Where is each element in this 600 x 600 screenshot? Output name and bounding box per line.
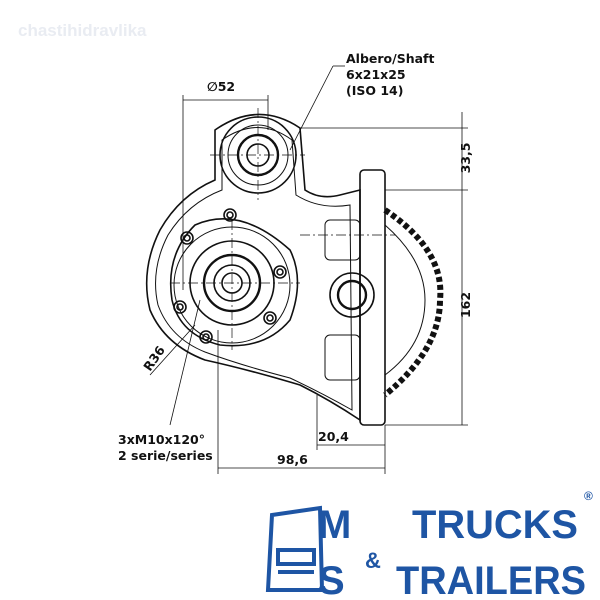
logo-registered: ® (584, 489, 593, 503)
diameter-label: ∅52 (207, 79, 235, 94)
logo-word-trucks: TRUCKS (412, 503, 578, 547)
shaft-callout-line2: 6x21x25 (346, 67, 406, 82)
logo-letter-s: S (318, 559, 345, 600)
shaft-callout-line1: Albero/Shaft (346, 51, 434, 66)
holes-callout-line2: 2 serie/series (118, 448, 213, 463)
shaft-callout-line3: (ISO 14) (346, 83, 403, 98)
dimension-lines (149, 65, 468, 474)
watermark-text: chastihidravlika (18, 21, 147, 40)
logo-ampersand: & (365, 548, 381, 573)
pump-drawing (145, 108, 444, 426)
height-top-label: 33,5 (458, 143, 473, 174)
height-total-label: 162 (458, 292, 473, 318)
offset-label: 20,4 (318, 429, 349, 444)
holes-callout-line1: 3xM10x120° (118, 432, 205, 447)
width-label: 98,6 (277, 452, 308, 467)
truck-icon (265, 505, 325, 592)
dimension-labels: ∅52 33,5 162 20,4 98,6 R36 Albero/Shaft … (118, 51, 473, 467)
logo-letter-m: M (318, 503, 351, 547)
logo-word-trailers: TRAILERS (396, 559, 586, 600)
radius-label: R36 (140, 343, 168, 374)
brand-logo: M S TRUCKS & TRAILERS ® (265, 489, 593, 600)
